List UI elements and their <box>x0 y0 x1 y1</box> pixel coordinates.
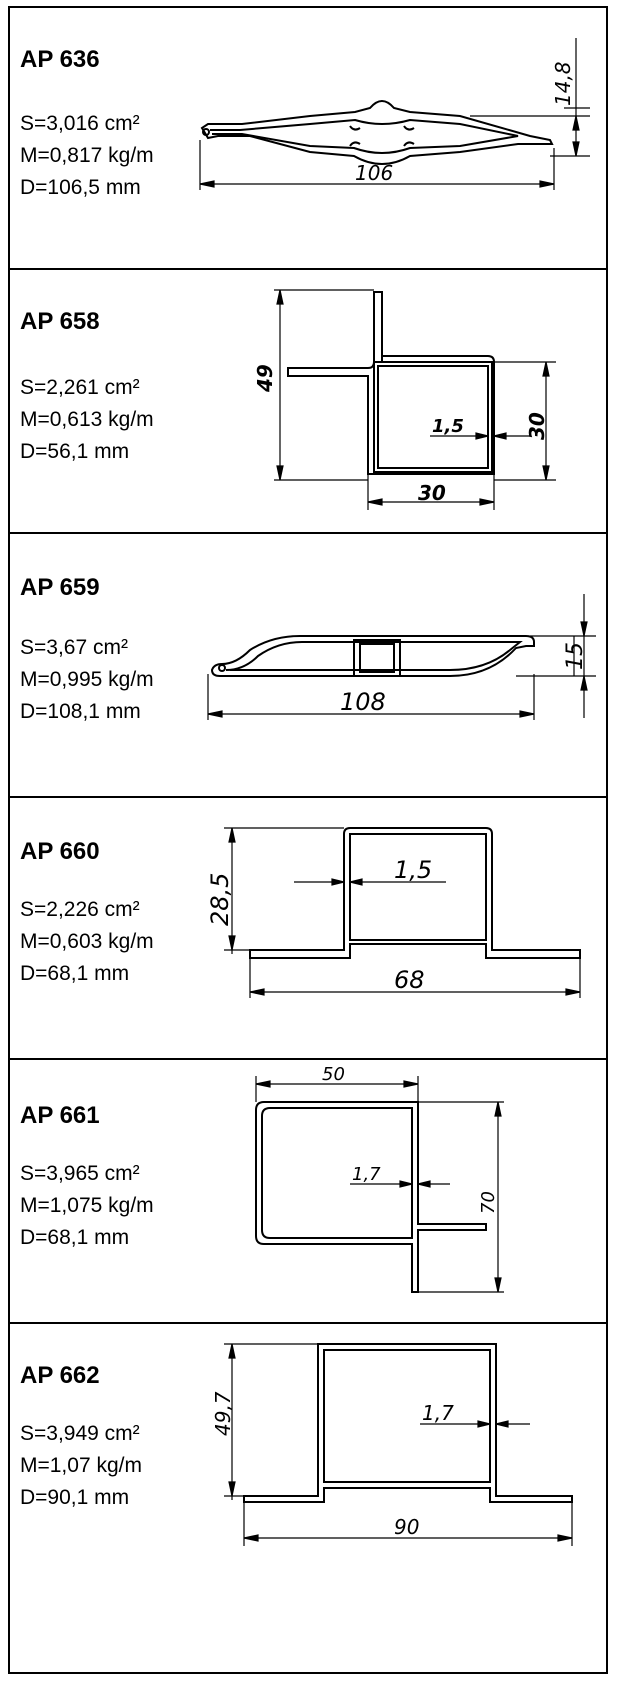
diameter-value: D=68,1 mm <box>20 1226 130 1249</box>
profile-drawing-ap-659: 108 15 <box>207 594 596 720</box>
mass-value: M=1,07 kg/m <box>20 1454 142 1477</box>
profile-specs: S=3,016 cm² M=0,817 kg/m D=106,5 mm <box>20 108 154 204</box>
mass-value: M=0,613 kg/m <box>20 408 154 431</box>
profile-specs: S=3,67 cm² M=0,995 kg/m D=108,1 mm <box>20 632 154 728</box>
diameter-value: D=106,5 mm <box>20 176 141 199</box>
profile-code: AP 661 <box>20 1102 100 1129</box>
mass-value: M=0,603 kg/m <box>20 930 154 953</box>
profile-drawing-ap-662: 49,7 1,7 90 <box>211 1343 573 1546</box>
profile-panel-ap-658: AP 658 S=2,261 cm² M=0,613 kg/m D=56,1 m… <box>10 270 606 534</box>
diameter-value: D=108,1 mm <box>20 700 141 723</box>
width-dimension-label: 68 <box>394 966 425 994</box>
overall-height-label: 49 <box>253 364 277 393</box>
profile-panel-ap-660: AP 660 S=2,226 cm² M=0,603 kg/m D=68,1 m… <box>10 798 606 1060</box>
profile-panel-ap-636: AP 636 S=3,016 cm² M=0,817 kg/m D=106,5 … <box>10 8 606 270</box>
mass-value: M=1,075 kg/m <box>20 1194 154 1217</box>
box-width-label: 30 <box>418 481 446 505</box>
width-dimension-label: 108 <box>340 688 386 716</box>
mass-value: M=0,995 kg/m <box>20 668 154 691</box>
area-value: S=2,261 cm² <box>20 376 140 399</box>
box-height-label: 30 <box>525 412 549 440</box>
profile-code: AP 662 <box>20 1362 100 1389</box>
area-value: S=2,226 cm² <box>20 898 140 921</box>
area-value: S=3,949 cm² <box>20 1422 140 1445</box>
mass-value: M=0,817 kg/m <box>20 144 154 167</box>
profile-drawing-ap-658: 49 30 30 1,5 <box>253 289 556 510</box>
height-dimension-label: 15 <box>563 642 588 670</box>
profile-drawing-ap-661: 50 70 1,7 <box>255 1064 504 1293</box>
diameter-value: D=68,1 mm <box>20 962 130 985</box>
height-dimension-label: 70 <box>478 1191 499 1214</box>
profile-drawing-ap-660: 28,5 1,5 68 <box>206 827 581 998</box>
profile-code: AP 660 <box>20 838 100 865</box>
profile-panel-ap-659: AP 659 S=3,67 cm² M=0,995 kg/m D=108,1 m… <box>10 534 606 798</box>
profile-specs: S=3,949 cm² M=1,07 kg/m D=90,1 mm <box>20 1418 142 1514</box>
diameter-value: D=56,1 mm <box>20 440 130 463</box>
width-dimension-label: 106 <box>355 161 393 185</box>
profile-spec-sheet: AP 636 S=3,016 cm² M=0,817 kg/m D=106,5 … <box>8 6 608 1674</box>
profile-specs: S=2,261 cm² M=0,613 kg/m D=56,1 mm <box>20 372 154 468</box>
profile-panel-ap-662: AP 662 S=3,949 cm² M=1,07 kg/m D=90,1 mm <box>10 1324 606 1674</box>
width-dimension-label: 90 <box>394 1515 419 1539</box>
wall-thickness-label: 1,5 <box>394 856 432 884</box>
profile-code: AP 659 <box>20 574 100 601</box>
profile-panel-ap-661: AP 661 S=3,965 cm² M=1,075 kg/m D=68,1 m… <box>10 1060 606 1324</box>
height-dimension-label: 49,7 <box>211 1391 235 1436</box>
width-dimension-label: 50 <box>322 1064 345 1085</box>
profile-specs: S=2,226 cm² M=0,603 kg/m D=68,1 mm <box>20 894 154 990</box>
profile-code: AP 658 <box>20 308 100 335</box>
diameter-value: D=90,1 mm <box>20 1486 130 1509</box>
area-value: S=3,67 cm² <box>20 636 128 659</box>
wall-thickness-label: 1,7 <box>352 1164 381 1185</box>
area-value: S=3,965 cm² <box>20 1162 140 1185</box>
profile-drawing-ap-636: 106 14,8 <box>199 38 590 190</box>
profile-code: AP 636 <box>20 46 100 73</box>
area-value: S=3,016 cm² <box>20 112 140 135</box>
height-dimension-label: 28,5 <box>206 873 234 926</box>
height-dimension-label: 14,8 <box>551 61 575 106</box>
wall-thickness-label: 1,5 <box>432 416 464 437</box>
wall-thickness-label: 1,7 <box>422 1401 454 1425</box>
profile-specs: S=3,965 cm² M=1,075 kg/m D=68,1 mm <box>20 1158 154 1254</box>
